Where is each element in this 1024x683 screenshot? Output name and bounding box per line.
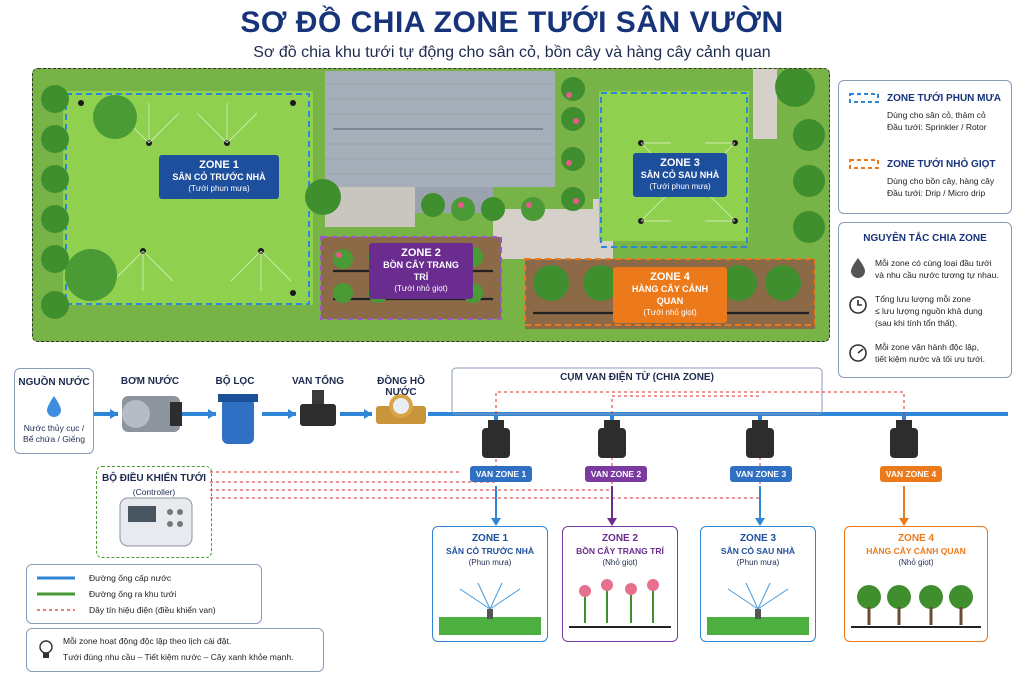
system-pipes [92, 367, 1008, 547]
zone4-plan-label: ZONE 4 HÀNG CÂY CẢNH QUAN (Tưới nhỏ giọt… [613, 267, 727, 323]
meter-graphic [376, 394, 426, 424]
zone4-plan-type: (Tưới nhỏ giọt) [643, 308, 697, 317]
water-source-line1: Nước thủy cục / [23, 423, 85, 433]
legend-signal-label: Dây tín hiệu điện (điều khiển van) [89, 605, 216, 615]
zone2-plan-label: ZONE 2 BỒN CÂY TRANG TRÍ (Tưới nhỏ giọt) [369, 243, 473, 299]
output-zone3-card: ZONE 3 SÂN CỎ SAU NHÀ (Phun mưa) [700, 526, 816, 642]
zone1-plan-area: SÂN CỎ TRƯỚC NHÀ [172, 172, 266, 182]
sprinkler-icon-2 [707, 582, 809, 635]
water-source-box: NGUỒN NƯỚC Nước thủy cục / Bể chứa / Giế… [14, 368, 94, 454]
tree-row-icon [851, 585, 981, 628]
controller-graphic [119, 497, 193, 547]
valve-zone2-tag: VAN ZONE 2 [585, 466, 647, 482]
principle-1-line1: Mỗi zone có cùng loại đầu tưới [875, 258, 992, 268]
principle-1-line2: và nhu cầu nước tương tự nhau. [875, 270, 999, 280]
principle-3-line1: Mỗi zone vận hành độc lập, [875, 342, 979, 352]
meter-label: ĐỒNG HỒ NƯỚC [377, 376, 425, 398]
zone3-plan-type: (Tưới phun mưa) [649, 182, 711, 191]
output-zone2-name: ZONE 2 [601, 533, 639, 544]
zone2-plan-name: ZONE 2 [401, 247, 441, 259]
principles-box: NGUYÊN TẮC CHIA ZONE Mỗi zone có cùng lo… [838, 222, 1012, 378]
zone1-plan-label: ZONE 1 SÂN CỎ TRƯỚC NHÀ (Tưới phun mưa) [159, 155, 279, 199]
controller-title: BỘ ĐIỀU KHIỂN TƯỚI [101, 473, 207, 484]
house-roof [325, 71, 555, 213]
valve-zone3-tag: VAN ZONE 3 [730, 466, 792, 482]
output-zone4-method: (Nhỏ giọt) [898, 558, 934, 567]
water-source-title: NGUỒN NƯỚC [18, 377, 90, 388]
output-zone4-name: ZONE 4 [897, 533, 935, 544]
zone3-plan-label: ZONE 3 SÂN CỎ SAU NHÀ (Tưới phun mưa) [633, 153, 727, 197]
output-zone1-name: ZONE 1 [471, 533, 509, 544]
output-zone2-area: BỒN CÂY TRANG TRÍ [576, 546, 664, 556]
flower-drip-icon [569, 579, 671, 628]
filter-label: BỘ LỌC [215, 376, 255, 387]
zone3-plan-name: ZONE 3 [660, 157, 700, 169]
output-zone1-method: (Phun mưa) [468, 558, 512, 567]
line-legend: Đường ống cấp nước Đường ống ra khu tưới… [26, 564, 262, 624]
filter-graphic [218, 394, 258, 444]
main-valve-graphic [300, 390, 336, 426]
output-zone4-card: ZONE 4 HÀNG CÂY CẢNH QUAN (Nhỏ giọt) [844, 526, 988, 642]
page-subtitle: Sơ đồ chia khu tưới tự động cho sân cỏ, … [253, 44, 771, 61]
drip-zone-title: ZONE TƯỚI NHỎ GIỌT [887, 159, 996, 170]
line-legend-swatches [37, 576, 75, 611]
legend-supply-label: Đường ống cấp nước [89, 573, 172, 583]
zone3-plan-area: SÂN CỎ SAU NHÀ [640, 170, 720, 180]
spray-zone-head: Đầu tưới: Sprinkler / Rotor [887, 122, 987, 132]
valve-zone1-tag: VAN ZONE 1 [470, 466, 532, 482]
sprinkler-icon [439, 582, 541, 635]
zone4-plan-area: HÀNG CÂY CẢNH QUAN [631, 284, 709, 306]
output-zone2-card: ZONE 2 BỒN CÂY TRANG TRÍ (Nhỏ giọt) [562, 526, 678, 642]
output-zone3-area: SÂN CỎ SAU NHÀ [720, 546, 796, 556]
gauge-icon [849, 344, 867, 362]
page-title: SƠ ĐỒ CHIA ZONE TƯỚI SÂN VƯỜN [240, 6, 784, 39]
note-box: Mỗi zone hoạt động độc lập theo lịch cài… [26, 628, 324, 672]
zone2-plan-area: BỒN CÂY TRANG TRÍ [383, 260, 459, 282]
clock-icon [849, 296, 867, 314]
legend-outlet-label: Đường ống ra khu tưới [89, 589, 177, 599]
manifold-label: CỤM VAN ĐIỆN TỪ (CHIA ZONE) [560, 372, 714, 383]
note-line2: Tưới đúng nhu cầu – Tiết kiệm nước – Cây… [63, 652, 294, 662]
zone4-plan-name: ZONE 4 [650, 271, 690, 283]
output-zone1-card: ZONE 1 SÂN CỎ TRƯỚC NHÀ (Phun mưa) [432, 526, 548, 642]
drip-zone-use: Dùng cho bồn cây, hàng cây [887, 176, 995, 186]
principle-2-line3: (sau khi tính tổn thất). [875, 318, 958, 328]
controller-box: BỘ ĐIỀU KHIỂN TƯỚI (Controller) [96, 466, 212, 558]
drip-zone-swatch [849, 159, 879, 169]
lightbulb-icon [39, 640, 53, 658]
output-zone1-area: SÂN CỎ TRƯỚC NHÀ [446, 546, 534, 556]
main-valve-label: VAN TỔNG [291, 376, 345, 387]
note-line1: Mỗi zone hoạt động độc lập theo lịch cài… [63, 636, 232, 646]
principle-2-line2: ≤ lưu lượng nguồn khả dụng [875, 306, 983, 316]
pump-label: BƠM NƯỚC [120, 376, 180, 387]
garden-plan: ZONE 1 SÂN CỎ TRƯỚC NHÀ (Tưới phun mưa) … [32, 68, 830, 342]
principle-2-line1: Tổng lưu lượng mỗi zone [875, 294, 971, 304]
zone2-plan-type: (Tưới nhỏ giọt) [394, 284, 448, 293]
controller-subtitle: (Controller) [132, 487, 176, 497]
drop-icon [851, 258, 865, 278]
output-zone2-method: (Nhỏ giọt) [602, 558, 638, 567]
drip-zone-head: Đầu tưới: Drip / Micro drip [887, 188, 986, 198]
zone-type-legend: ZONE TƯỚI PHUN MƯA Dùng cho sân cỏ, thảm… [838, 80, 1012, 214]
zone1-plan-type: (Tưới phun mưa) [188, 184, 250, 193]
zone1-plan-name: ZONE 1 [199, 159, 239, 171]
pump-graphic [122, 396, 182, 432]
principles-title: NGUYÊN TẮC CHIA ZONE [863, 233, 987, 244]
output-zone4-area: HÀNG CÂY CẢNH QUAN [866, 546, 966, 556]
spray-zone-swatch [849, 93, 879, 103]
spray-zone-title: ZONE TƯỚI PHUN MƯA [887, 93, 1002, 104]
valve-zone4-tag: VAN ZONE 4 [880, 466, 942, 482]
water-source-line2: Bể chứa / Giếng [23, 434, 85, 444]
principle-3-line2: tiết kiệm nước và tối ưu tưới. [875, 354, 985, 364]
spray-zone-use: Dùng cho sân cỏ, thảm cỏ [887, 110, 986, 120]
output-zone3-name: ZONE 3 [739, 533, 777, 544]
output-zone3-method: (Phun mưa) [736, 558, 780, 567]
water-drop-icon [47, 396, 61, 417]
